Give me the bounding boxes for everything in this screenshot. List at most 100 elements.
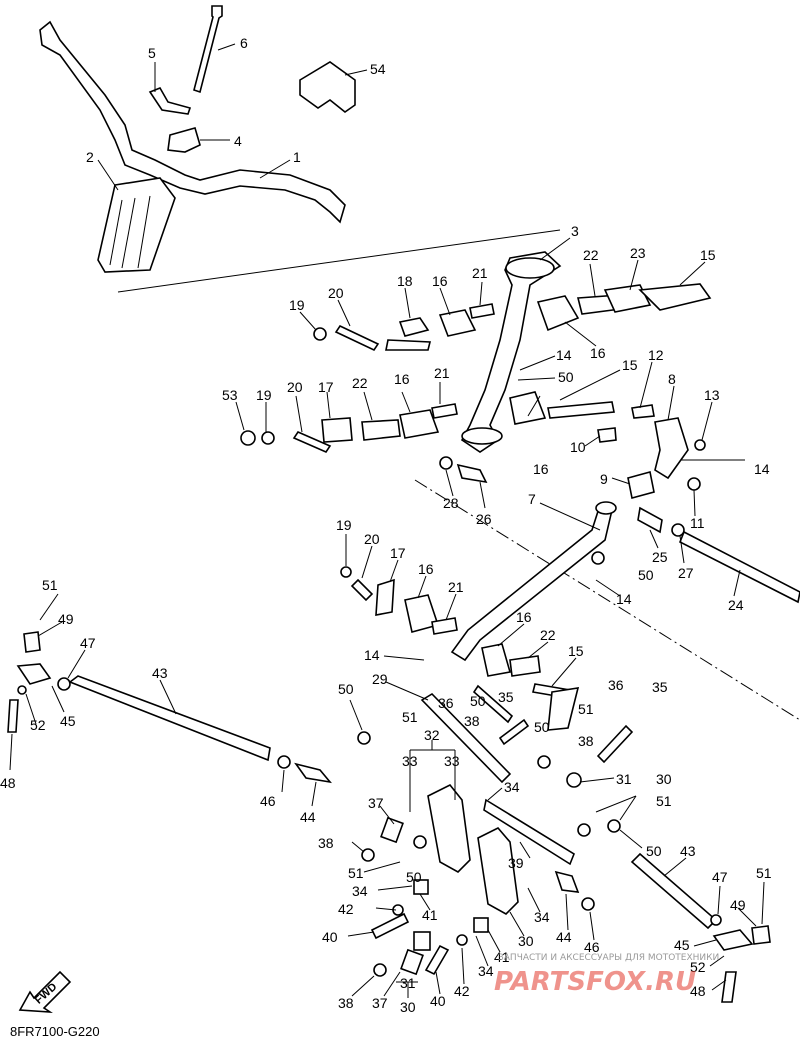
drawing-code: 8FR7100-G220 <box>10 1024 100 1039</box>
plate-22b <box>361 419 401 441</box>
callout-30c: 30 <box>400 999 416 1015</box>
ball-joint-25 <box>637 506 663 534</box>
nut-47 <box>57 677 71 691</box>
nut-50b <box>537 755 551 769</box>
bolt-40a <box>370 912 410 940</box>
lever-16b <box>438 309 477 337</box>
callout-3: 3 <box>571 223 579 239</box>
bolt-35a <box>472 684 514 724</box>
callout-50d: 50 <box>470 693 486 709</box>
nut-51b <box>751 925 771 945</box>
callout-38d: 38 <box>338 995 354 1011</box>
lever-16c <box>399 409 440 439</box>
tie-rod-end-45 <box>16 663 52 685</box>
bushing-9 <box>627 471 655 499</box>
callout-38a: 38 <box>464 713 480 729</box>
callout-16a: 16 <box>590 345 606 361</box>
callout-43b: 43 <box>680 843 696 859</box>
callout-52b: 52 <box>690 959 706 975</box>
fwd-arrow-icon <box>18 970 72 1013</box>
clamp-bracket <box>148 86 192 115</box>
callout-16d: 16 <box>394 371 410 387</box>
clamp-bolt <box>193 5 223 94</box>
callout-15b: 15 <box>622 357 638 373</box>
callout-50f: 50 <box>646 843 662 859</box>
callout-31b: 31 <box>400 975 416 991</box>
callout-21c: 21 <box>448 579 464 595</box>
callout-10: 10 <box>570 439 586 455</box>
tie-rod-left <box>68 675 271 762</box>
nut-46b <box>581 897 595 911</box>
callout-40a: 40 <box>322 929 338 945</box>
callout-41b: 41 <box>494 949 510 965</box>
callout-34d: 34 <box>478 963 494 979</box>
bolt-20a <box>334 324 380 352</box>
callout-48b: 48 <box>690 983 706 999</box>
forward-direction-arrow: FWD <box>18 970 72 1013</box>
callout-22a: 22 <box>583 247 599 263</box>
collar-34b <box>473 917 489 933</box>
callout-14a: 14 <box>556 347 572 363</box>
bolt-48b <box>721 971 737 1003</box>
bolt-48 <box>7 699 19 733</box>
callout-44a: 44 <box>300 809 316 825</box>
bolt-36a <box>498 718 530 746</box>
callout-22c: 22 <box>540 627 556 643</box>
callout-51f: 51 <box>756 865 772 881</box>
callout-45a: 45 <box>60 713 76 729</box>
callout-14c: 14 <box>616 591 632 607</box>
tie-rod-right-lower <box>630 852 718 930</box>
plate-22c <box>509 655 541 677</box>
callout-38c: 38 <box>318 835 334 851</box>
bracket-8 <box>654 417 689 480</box>
callout-50b: 50 <box>638 567 654 583</box>
callout-49a: 49 <box>58 611 74 627</box>
link-plate-23 <box>603 284 652 313</box>
handle-grip-block <box>299 61 356 113</box>
pitman-arm-33 <box>427 783 471 873</box>
callout-6: 6 <box>240 35 248 51</box>
callout-11: 11 <box>690 515 705 531</box>
callout-17a: 17 <box>318 379 334 395</box>
nut-19c <box>340 566 352 578</box>
callout-31a: 31 <box>616 771 632 787</box>
ball-joint-26 <box>456 463 488 484</box>
callout-39: 39 <box>508 855 524 871</box>
callout-37b: 37 <box>372 995 388 1011</box>
nut-50c <box>577 823 591 837</box>
callout-24: 24 <box>728 597 744 613</box>
collar-34a <box>413 879 429 895</box>
callout-18: 18 <box>397 273 413 289</box>
bushing-37b <box>400 948 424 976</box>
handlebar-clamp <box>167 127 201 153</box>
callout-19b: 19 <box>256 387 272 403</box>
callout-42a: 42 <box>338 901 354 917</box>
callout-20a: 20 <box>328 285 344 301</box>
nut-50a <box>591 551 605 565</box>
nut-47b <box>710 914 722 926</box>
nut-28 <box>439 456 453 470</box>
callout-16f: 16 <box>516 609 532 625</box>
callout-51e: 51 <box>348 865 364 881</box>
bolt-10 <box>597 427 617 443</box>
callout-40b: 40 <box>430 993 446 1009</box>
center-axis-line <box>414 479 800 721</box>
bolt-20b <box>292 430 332 454</box>
callout-50c: 50 <box>338 681 354 697</box>
spacer-31 <box>413 931 431 951</box>
callout-33a: 33 <box>402 753 418 769</box>
callout-14b: 14 <box>754 461 770 477</box>
callout-50a: 50 <box>558 369 574 385</box>
pin-21c <box>431 617 458 635</box>
nut-19a <box>313 327 327 341</box>
nut-11 <box>687 477 701 491</box>
washer-52 <box>17 685 27 695</box>
callout-51a: 51 <box>42 577 58 593</box>
callout-28: 28 <box>443 495 459 511</box>
callout-36a: 36 <box>438 695 454 711</box>
callout-17b: 17 <box>390 545 406 561</box>
callout-47a: 47 <box>80 635 96 651</box>
callout-29: 29 <box>372 671 388 687</box>
nut-19b <box>261 431 275 445</box>
